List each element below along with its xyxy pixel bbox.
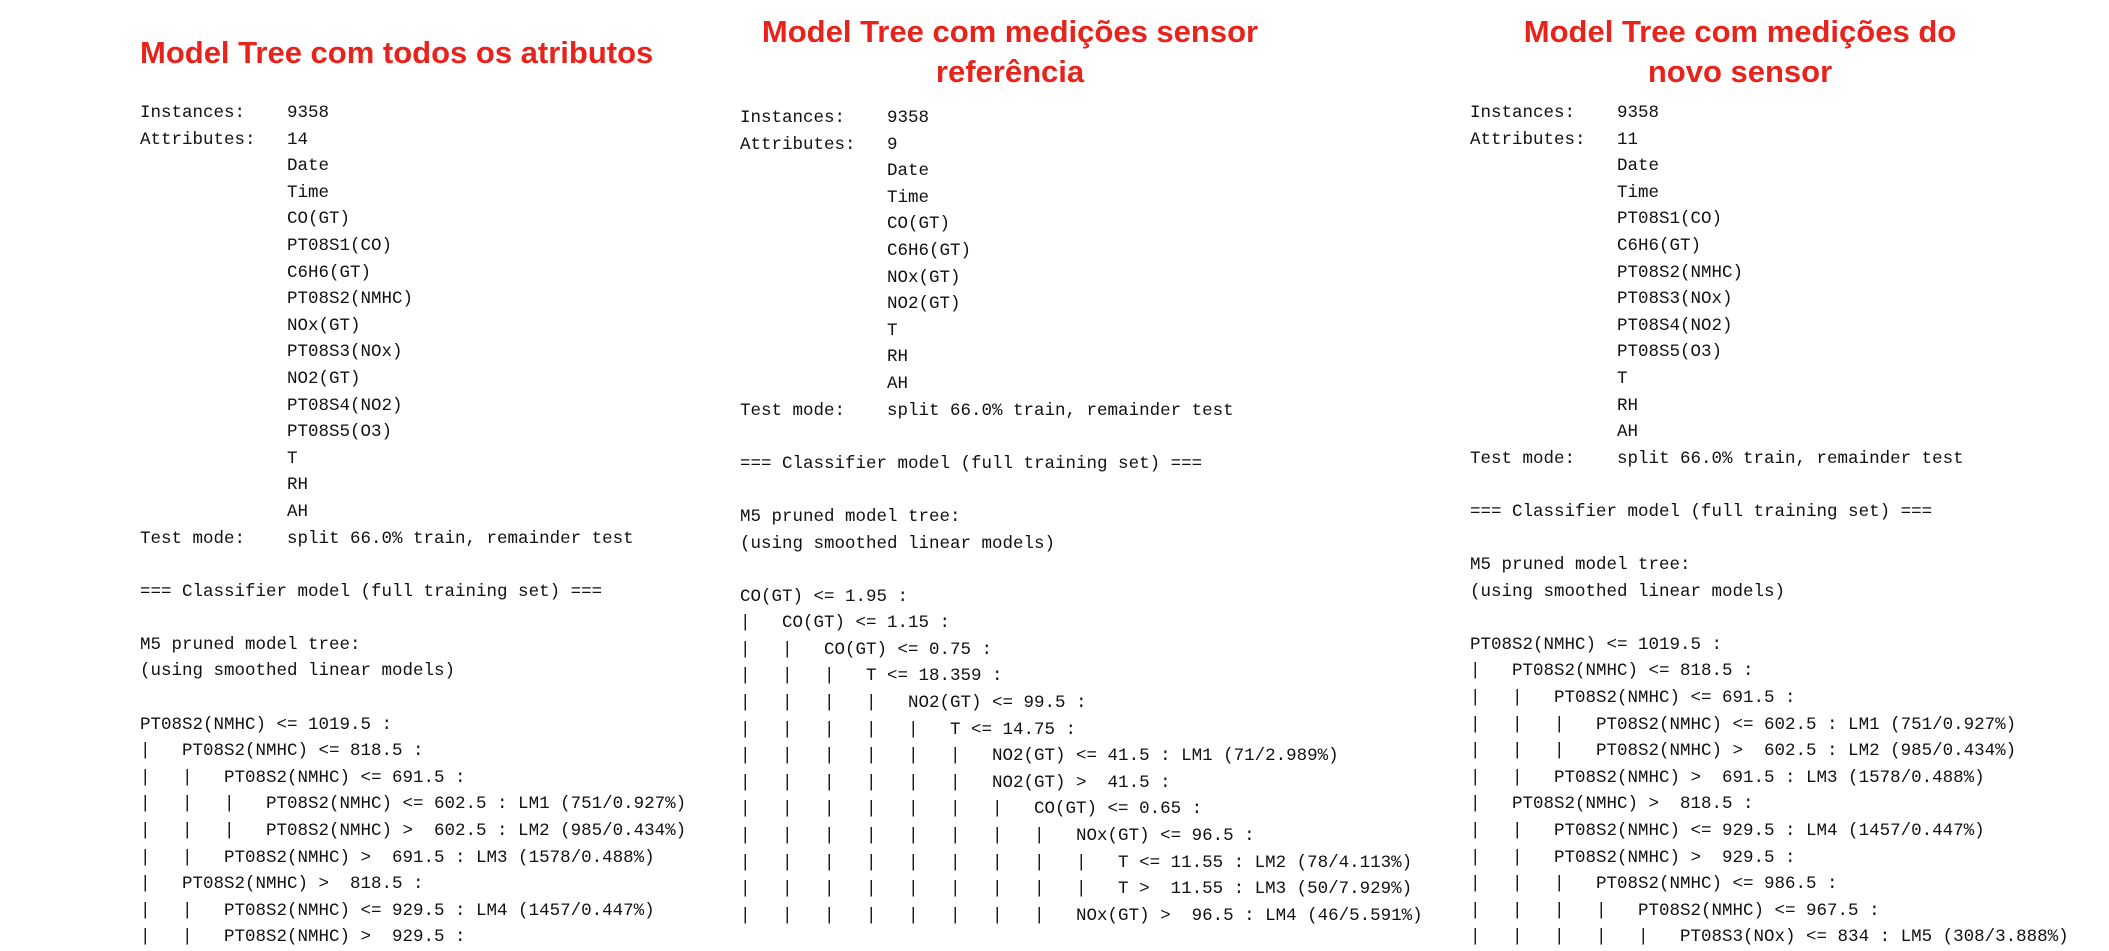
- output-line: Attributes: 14: [140, 129, 309, 150]
- output-line: PT08S2(NMHC): [1470, 262, 1744, 283]
- output-line: | PT08S2(NMHC) <= 818.5 :: [140, 741, 424, 762]
- output-line: PT08S2(NMHC) <= 1019.5 :: [140, 714, 393, 735]
- output-line: | | PT08S2(NMHC) > 929.5 :: [1470, 847, 1796, 868]
- output-line: CO(GT): [740, 214, 951, 235]
- output-line: PT08S4(NO2): [140, 395, 403, 416]
- output-line: M5 pruned model tree:: [140, 634, 361, 655]
- output-line: | | PT08S2(NMHC) > 691.5 : LM3 (1578/0.4…: [140, 847, 655, 868]
- output-line: AH: [1470, 422, 1639, 443]
- output-line: === Classifier model (full training set)…: [140, 581, 603, 602]
- output-line: Attributes: 9: [740, 134, 898, 155]
- output-line: Time: [1470, 182, 1660, 203]
- output-line: | | | PT08S2(NMHC) > 602.5 : LM2 (985/0.…: [140, 821, 687, 842]
- output-line: | | PT08S2(NMHC) <= 691.5 :: [1470, 688, 1796, 709]
- output-line: M5 pruned model tree:: [1470, 555, 1691, 576]
- output-line: Test mode: split 66.0% train, remainder …: [1470, 448, 1964, 469]
- panel-title: Model Tree com medições do novo sensor: [1523, 14, 1957, 89]
- output-line: PT08S3(NOx): [140, 342, 403, 363]
- output-line: C6H6(GT): [740, 240, 972, 261]
- classifier-output: Instances: 9358 Attributes: 9 Date Time …: [740, 105, 1423, 929]
- output-line: CO(GT): [140, 209, 351, 230]
- output-line: Instances: 9358: [140, 103, 330, 123]
- output-line: | | | | | T <= 14.75 :: [740, 719, 1077, 740]
- output-line: | | CO(GT) <= 0.75 :: [740, 639, 993, 660]
- output-line: | | | | | | | | | T > 11.55 : LM3 (50/7.…: [740, 879, 1413, 900]
- output-line: === Classifier model (full training set)…: [740, 453, 1203, 474]
- output-line: | | PT08S2(NMHC) > 929.5 :: [140, 927, 466, 948]
- output-line: Date: [1470, 156, 1660, 177]
- output-line: | | | | | | | | NOx(GT) <= 96.5 :: [740, 826, 1255, 847]
- output-line: NOx(GT): [140, 315, 361, 336]
- output-line: PT08S1(CO): [1470, 209, 1723, 230]
- output-line: Attributes: 11: [1470, 129, 1639, 150]
- output-line: | | | PT08S2(NMHC) <= 986.5 :: [1470, 874, 1838, 895]
- output-line: NOx(GT): [740, 267, 961, 288]
- output-line: | | | | | | | | | T <= 11.55 : LM2 (78/4…: [740, 852, 1413, 873]
- output-line: C6H6(GT): [140, 262, 372, 283]
- output-line: | PT08S2(NMHC) <= 818.5 :: [1470, 661, 1754, 682]
- output-line: (using smoothed linear models): [740, 533, 1056, 554]
- output-line: PT08S4(NO2): [1470, 315, 1733, 336]
- output-line: PT08S2(NMHC): [140, 289, 414, 310]
- classifier-output: Instances: 9358 Attributes: 14 Date Time…: [140, 100, 686, 951]
- output-line: | | PT08S2(NMHC) <= 929.5 : LM4 (1457/0.…: [1470, 821, 1985, 842]
- output-line: C6H6(GT): [1470, 235, 1702, 256]
- classifier-output: Instances: 9358 Attributes: 11 Date Time…: [1470, 100, 2069, 951]
- output-line: | | | | | | | CO(GT) <= 0.65 :: [740, 799, 1203, 820]
- output-line: PT08S1(CO): [140, 235, 393, 256]
- panel-title: Model Tree com todos os atributos: [140, 35, 654, 70]
- output-line: AH: [740, 373, 909, 394]
- output-line: PT08S5(O3): [1470, 342, 1723, 363]
- output-line: RH: [1470, 395, 1639, 416]
- output-line: Time: [140, 182, 330, 203]
- output-line: | | PT08S2(NMHC) <= 691.5 :: [140, 767, 466, 788]
- output-line: NO2(GT): [740, 294, 961, 315]
- output-line: CO(GT) <= 1.95 :: [740, 586, 909, 607]
- output-line: T: [740, 320, 898, 341]
- output-line: | | | | PT08S2(NMHC) <= 967.5 :: [1470, 900, 1880, 921]
- output-line: | | | | NO2(GT) <= 99.5 :: [740, 693, 1087, 714]
- output-line: | | | PT08S2(NMHC) <= 602.5 : LM1 (751/0…: [140, 794, 687, 815]
- output-line: Time: [740, 187, 930, 208]
- output-line: (using smoothed linear models): [140, 661, 456, 682]
- output-line: | | | PT08S2(NMHC) <= 602.5 : LM1 (751/0…: [1470, 714, 2017, 735]
- output-line: | PT08S2(NMHC) > 818.5 :: [1470, 794, 1754, 815]
- output-line: T: [140, 448, 298, 469]
- output-line: Test mode: split 66.0% train, remainder …: [140, 528, 634, 549]
- output-line: Date: [740, 161, 930, 182]
- panel-title: Model Tree com medições sensor referênci…: [761, 14, 1259, 89]
- output-line: NO2(GT): [140, 368, 361, 389]
- output-line: | | | | | | | | NOx(GT) > 96.5 : LM4 (46…: [740, 905, 1423, 926]
- output-line: | CO(GT) <= 1.15 :: [740, 613, 951, 634]
- output-line: PT08S3(NOx): [1470, 289, 1733, 310]
- output-line: | | | | | | NO2(GT) > 41.5 :: [740, 772, 1171, 793]
- output-line: M5 pruned model tree:: [740, 506, 961, 527]
- output-line: | | | | | | NO2(GT) <= 41.5 : LM1 (71/2.…: [740, 746, 1339, 767]
- output-line: | | PT08S2(NMHC) <= 929.5 : LM4 (1457/0.…: [140, 900, 655, 921]
- output-line: | | PT08S2(NMHC) > 691.5 : LM3 (1578/0.4…: [1470, 767, 1985, 788]
- output-line: Test mode: split 66.0% train, remainder …: [740, 400, 1234, 421]
- output-line: | | | PT08S2(NMHC) > 602.5 : LM2 (985/0.…: [1470, 741, 2017, 762]
- output-line: | PT08S2(NMHC) > 818.5 :: [140, 874, 424, 895]
- output-line: (using smoothed linear models): [1470, 581, 1786, 602]
- output-line: AH: [140, 501, 309, 522]
- output-line: === Classifier model (full training set)…: [1470, 501, 1933, 522]
- output-line: RH: [740, 347, 909, 368]
- output-line: RH: [140, 475, 309, 496]
- output-line: PT08S2(NMHC) <= 1019.5 :: [1470, 634, 1723, 655]
- output-line: T: [1470, 368, 1628, 389]
- output-line: | | | T <= 18.359 :: [740, 666, 1003, 687]
- output-line: Instances: 9358: [1470, 103, 1660, 123]
- output-line: Instances: 9358: [740, 108, 930, 128]
- output-line: PT08S5(O3): [140, 422, 393, 443]
- output-line: | | | | | PT08S3(NOx) <= 834 : LM5 (308/…: [1470, 927, 2069, 948]
- output-line: Date: [140, 156, 330, 177]
